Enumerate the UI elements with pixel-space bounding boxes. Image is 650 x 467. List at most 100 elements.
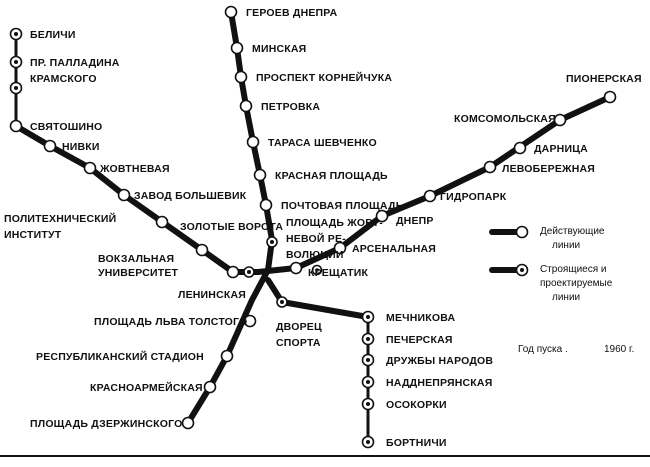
label-dzerzhinskogo: ПЛОЩАДЬ ДЗЕРЖИНСКОГО: [30, 418, 183, 430]
label-leninskaya: ЛЕНИНСКАЯ: [178, 289, 246, 301]
station-bortnichi: [361, 435, 375, 449]
label-osokorki: ОСОКОРКИ: [386, 399, 447, 411]
label-nivki: НИВКИ: [62, 141, 100, 153]
label-dvorec-1: ДВОРЕЦ: [276, 321, 322, 333]
station-universitet: [226, 265, 240, 279]
label-zhovtnevaya: ЖОВТНЕВАЯ: [99, 163, 170, 175]
station-dvorec: [276, 296, 288, 308]
station-palladina: [9, 55, 23, 69]
label-polytech-1: ПОЛИТЕХНИЧЕСКИЙ: [4, 212, 116, 225]
station-komsomolskaya: [553, 113, 567, 127]
label-belichi: БЕЛИЧИ: [30, 29, 76, 41]
label-kreschatik: КРЕЩАТИК: [308, 267, 369, 279]
station-vokzal: [195, 243, 209, 257]
station-dnepr: [375, 209, 389, 223]
legend-operating-station-icon: [515, 225, 529, 239]
label-gidropark: ГИДРОПАРК: [440, 191, 507, 203]
station-gidropark: [423, 189, 437, 203]
stations-operating: [9, 5, 617, 430]
label-arsenalnaya: АРСЕНАЛЬНАЯ: [352, 243, 436, 255]
station-shevchenko: [246, 135, 260, 149]
station-osokorki: [361, 397, 375, 411]
station-belichi: [9, 27, 23, 41]
label-dvorec-2: СПОРТА: [276, 337, 321, 349]
legend-building-label-3: линии: [552, 292, 580, 303]
label-petrovka: ПЕТРОВКА: [261, 101, 320, 113]
stations-building: [9, 27, 375, 449]
station-petrovka: [239, 99, 253, 113]
year-label: Год пуска .: [518, 344, 568, 355]
station-darnica: [513, 141, 527, 155]
label-tolstogo: ПЛОЩАДЬ ЛЬВА ТОЛСТОГО: [94, 316, 247, 328]
station-krasnaya: [253, 168, 267, 182]
legend-operating-label-1: Действующие: [540, 226, 605, 237]
labels: БЕЛИЧИ ПР. ПАЛЛАДИНА КРАМСКОГО СВЯТОШИНО…: [4, 7, 642, 449]
label-zavod: ЗАВОД БОЛЬШЕВИК: [134, 190, 247, 202]
label-krasnoarm: КРАСНОАРМЕЙСКАЯ: [90, 381, 203, 394]
label-minskaya: МИНСКАЯ: [252, 43, 306, 55]
station-druzhby: [361, 353, 375, 367]
label-komsomolskaya: КОМСОМОЛЬСКАЯ: [454, 113, 556, 125]
legend-operating-label-2: линии: [552, 240, 580, 251]
label-zhovt-2: НЕВОЙ РЕ-: [286, 232, 346, 245]
station-krasnoarm: [203, 380, 217, 394]
label-darnica: ДАРНИЦА: [534, 143, 588, 155]
label-bortnichi: БОРТНИЧИ: [386, 437, 447, 449]
station-arsenalnaya-building: [311, 264, 323, 276]
label-pochtovaya: ПОЧТОВАЯ ПЛОЩАДЬ: [281, 200, 404, 212]
legend-building: Строящиеся и проектируемые линии: [489, 263, 613, 303]
station-zavod: [117, 188, 131, 202]
station-nivki: [43, 139, 57, 153]
station-levoberezhnaya: [483, 160, 497, 174]
label-vokzal-2: УНИВЕРСИТЕТ: [98, 267, 179, 279]
station-pecherskaya: [361, 332, 375, 346]
station-stadion: [220, 349, 234, 363]
label-stadion: РЕСПУБЛИКАНСКИЙ СТАДИОН: [36, 350, 204, 363]
legend-building-label-1: Строящиеся и: [540, 264, 607, 275]
label-naddnepr: НАДДНЕПРЯНСКАЯ: [386, 377, 492, 389]
line-east: [255, 94, 613, 275]
station-pionerskaya: [603, 90, 617, 104]
label-zhovt-3: ВОЛЮЦИИ: [286, 249, 344, 261]
station-geroev: [224, 5, 238, 19]
station-zhovt-revolucii: [333, 241, 347, 255]
station-leninskaya: [243, 266, 255, 278]
bottom-rule: [0, 455, 650, 457]
legend-building-label-2: проектируемые: [540, 278, 613, 289]
label-dnepr: ДНЕПР: [396, 215, 434, 227]
station-zhovtnevaya: [83, 161, 97, 175]
station-mechnikova: [361, 310, 375, 324]
legend-operating: Действующие линии: [489, 225, 605, 251]
station-naddnepr: [361, 375, 375, 389]
label-palladina: ПР. ПАЛЛАДИНА: [30, 57, 120, 69]
station-dzerzhinskogo: [181, 416, 195, 430]
label-korneychuka: ПРОСПЕКТ КОРНЕЙЧУКА: [256, 71, 392, 84]
label-pionerskaya: ПИОНЕРСКАЯ: [566, 73, 642, 85]
station-svyatoshino: [9, 119, 23, 133]
station-kramskogo: [9, 81, 23, 95]
label-svyatoshino: СВЯТОШИНО: [30, 121, 102, 133]
station-minskaya: [230, 41, 244, 55]
station-pochtovaya: [259, 198, 273, 212]
label-zhovt-1: ПЛОЩАДЬ ЖОВТ-: [286, 217, 383, 229]
legend: Действующие линии Строящиеся и проектиру…: [489, 225, 634, 355]
year-value: 1960 г.: [604, 344, 634, 355]
label-geroev: ГЕРОЕВ ДНЕПРА: [246, 7, 338, 19]
station-korneychuka: [234, 70, 248, 84]
label-krasnaya: КРАСНАЯ ПЛОЩАДЬ: [275, 170, 388, 182]
station-tolstogo: [243, 314, 257, 328]
station-polytech: [155, 215, 169, 229]
label-levoberezhnaya: ЛЕВОБЕРЕЖНАЯ: [502, 163, 595, 175]
label-vokzal-1: ВОКЗАЛЬНАЯ: [98, 253, 174, 265]
label-kramskogo: КРАМСКОГО: [30, 73, 97, 85]
label-polytech-2: ИНСТИТУТ: [4, 229, 62, 241]
station-zolotye: [266, 236, 278, 248]
label-zolotye: ЗОЛОТЫЕ ВОРОТА: [180, 221, 283, 233]
station-kreschatik: [289, 261, 303, 275]
label-pecherskaya: ПЕЧЕРСКАЯ: [386, 334, 453, 346]
label-shevchenko: ТАРАСА ШЕВЧЕНКО: [268, 137, 377, 149]
label-druzhby: ДРУЖБЫ НАРОДОВ: [386, 355, 493, 367]
label-mechnikova: МЕЧНИКОВА: [386, 312, 455, 324]
